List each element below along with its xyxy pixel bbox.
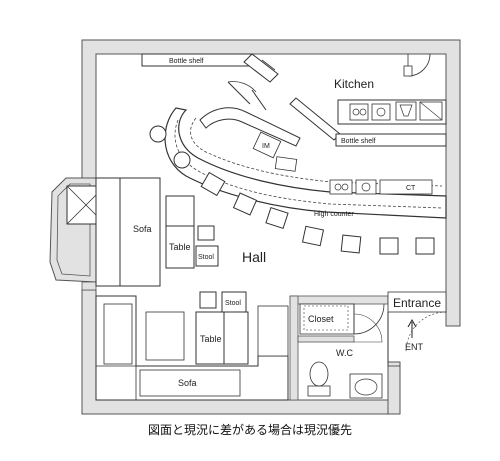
high-counter <box>164 107 447 219</box>
caption: 図面と現況に差がある場合は現況優先 <box>147 423 352 437</box>
stool-upper-label: Stool <box>198 254 214 261</box>
sofa-bottom-label: Sofa <box>178 378 197 388</box>
table-lower-label: Table <box>200 334 222 344</box>
sink-mid <box>371 103 391 121</box>
stool-upper <box>195 245 219 267</box>
wc-label: W.C <box>336 348 353 358</box>
entrance-box <box>387 291 447 313</box>
table-upper-a <box>165 195 195 227</box>
sofa-left-label: Sofa <box>133 224 152 234</box>
table-lower-a <box>195 311 225 365</box>
toilet-tank <box>307 385 331 397</box>
table-upper-b <box>165 225 195 269</box>
wc-walls <box>289 295 389 305</box>
stool-round-a <box>149 125 167 143</box>
sink-right <box>395 101 417 121</box>
ice-machine <box>252 131 282 159</box>
closet <box>299 303 355 335</box>
counter-chairs <box>200 171 435 255</box>
bottle-shelf-top-label: Bottle shelf <box>169 58 204 65</box>
cooler-label: CT <box>406 185 416 192</box>
hall-label: Hall <box>242 249 266 265</box>
counter-sink-c <box>355 179 377 195</box>
bottle-shelf-right-label: Bottle shelf <box>341 138 376 145</box>
entrance-arrow-label: ENT <box>405 342 424 352</box>
cooler <box>379 179 433 195</box>
entrance-label: Entrance <box>393 296 441 310</box>
table-upper-label: Table <box>169 242 191 252</box>
table-lower-b <box>223 311 249 365</box>
high-counter-label: High counter <box>314 211 354 218</box>
entrance-door <box>387 330 400 367</box>
kitchen-label: Kitchen <box>334 77 374 91</box>
sofa-left <box>95 177 121 287</box>
closet-label: Closet <box>308 314 334 324</box>
outer-wall-right-lower <box>387 361 401 415</box>
back-counter <box>199 107 301 147</box>
toilet-bowl <box>309 361 329 387</box>
stool-lower-label: Stool <box>225 300 241 307</box>
bottle-shelf-right <box>335 133 447 147</box>
counter-sink-a <box>274 156 298 172</box>
ice-machine-label: IM <box>262 143 270 150</box>
stool-round-b <box>173 151 191 169</box>
entrance-arrow-icon <box>407 318 417 338</box>
